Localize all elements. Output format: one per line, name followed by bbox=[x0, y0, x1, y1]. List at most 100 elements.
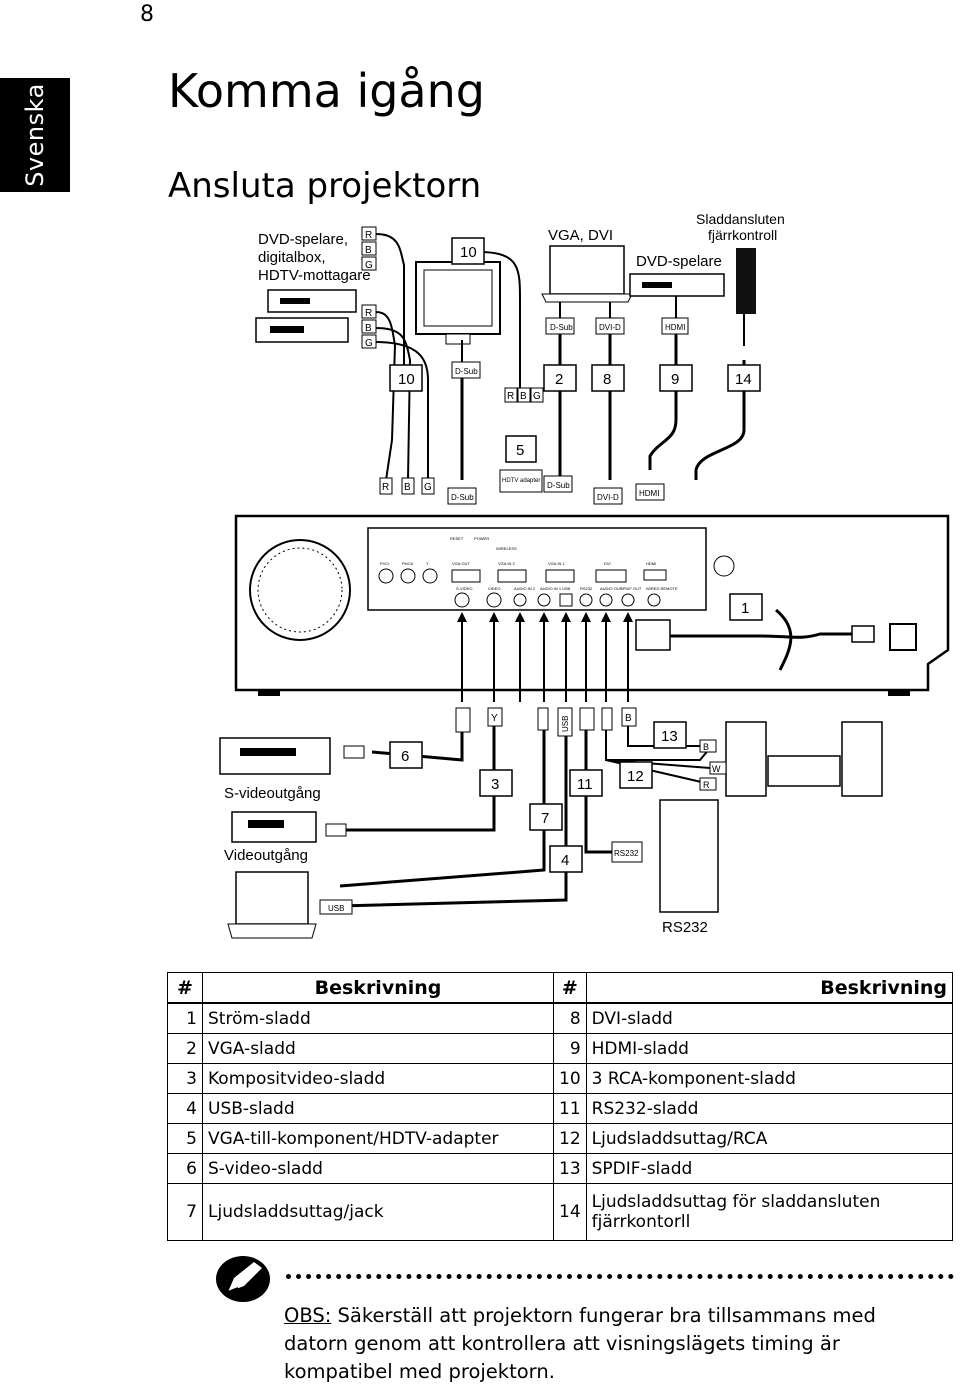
callout-3: 3 bbox=[491, 776, 499, 793]
row-num: 5 bbox=[167, 1123, 203, 1154]
row-desc: Ljudsladdsuttag/jack bbox=[202, 1183, 554, 1241]
power-cord bbox=[670, 608, 852, 671]
remote-label-line1: Sladdansluten bbox=[696, 211, 785, 227]
port-jacks bbox=[378, 568, 667, 608]
plug-r-audio: R bbox=[703, 780, 710, 790]
speaker-grille bbox=[249, 539, 351, 641]
callout-11: 11 bbox=[577, 776, 593, 793]
page-number: 8 bbox=[140, 2, 154, 27]
svideo-out-label: S-videoutgång bbox=[224, 785, 321, 802]
port-power: POWER bbox=[474, 536, 489, 541]
plug-dvid-low: DVI-D bbox=[597, 493, 619, 502]
plug-label-b2: B bbox=[365, 323, 372, 334]
speaker-right bbox=[841, 721, 883, 797]
plug-b-spdif: B bbox=[625, 713, 632, 724]
kensington-lock bbox=[713, 555, 735, 577]
note-label: OBS: bbox=[284, 1304, 332, 1327]
row-desc: USB-sladd bbox=[202, 1093, 554, 1124]
callout-6: 6 bbox=[401, 748, 409, 765]
plug-dsub-top: D-Sub bbox=[550, 323, 573, 332]
power-socket bbox=[635, 619, 671, 651]
rs232-device-label: RS232 bbox=[662, 919, 708, 936]
wall-outlet bbox=[889, 623, 917, 651]
port-vga-in1: VGA IN 1 bbox=[548, 561, 565, 566]
callout-13: 13 bbox=[661, 728, 678, 745]
callout-2: 2 bbox=[555, 371, 563, 388]
plug-w-audio: W bbox=[712, 764, 721, 774]
row-num: 10 bbox=[553, 1063, 587, 1094]
callout-10b: 10 bbox=[398, 371, 415, 388]
callout-4: 4 bbox=[561, 852, 569, 869]
remote-control-icon bbox=[736, 248, 756, 314]
port-labels: Pr/Cr Pb/Cb Y VGA OUT VGA IN 2 VGA IN 1 … bbox=[380, 536, 678, 591]
table-row: 6 S-video-sladd 13 SPDIF-sladd bbox=[167, 1153, 954, 1184]
arrow-shafts bbox=[461, 622, 629, 702]
row-desc: RS232-sladd bbox=[585, 1093, 954, 1124]
row-num: 14 bbox=[553, 1183, 587, 1241]
row-desc: DVI-sladd bbox=[585, 1002, 954, 1034]
header-num-1: # bbox=[167, 972, 203, 1004]
port-y: Y bbox=[426, 561, 429, 566]
plug-r-low: R bbox=[382, 482, 389, 493]
rbg-plugs-mid: R B G bbox=[361, 304, 377, 349]
row-desc: HDMI-sladd bbox=[585, 1033, 954, 1064]
source-label-line1: DVD-spelare, bbox=[258, 231, 348, 248]
header-desc-1: Beskrivning bbox=[202, 972, 554, 1004]
plug-rs232: RS232 bbox=[614, 849, 639, 858]
note-text: OBS: Säkerställ att projektorn fungerar … bbox=[284, 1302, 904, 1386]
source-label-line2: digitalbox, bbox=[258, 249, 326, 266]
row-num: 12 bbox=[553, 1123, 587, 1154]
callouts-bottom: 6 3 11 12 13 7 4 bbox=[389, 721, 687, 873]
audio-plugs: B W R bbox=[699, 739, 727, 791]
callout-14: 14 bbox=[735, 371, 752, 388]
top-plug-row: D-Sub DVI-D HDMI D-Sub R B G bbox=[451, 317, 689, 403]
callout-12: 12 bbox=[627, 768, 644, 785]
port-usb: USB bbox=[562, 586, 571, 591]
row-num: 13 bbox=[553, 1153, 587, 1184]
language-tab-label: Svenska bbox=[21, 83, 50, 187]
port-pbcb: Pb/Cb bbox=[402, 561, 414, 566]
plug-label-r2: R bbox=[365, 308, 372, 319]
row-num: 11 bbox=[553, 1093, 587, 1124]
port-spdif-out: SPDIF OUT bbox=[620, 586, 642, 591]
plug-usb-laptop: USB bbox=[328, 904, 344, 913]
source-label-line3: HDTV-mottagare bbox=[258, 267, 371, 284]
row-num: 4 bbox=[167, 1093, 203, 1124]
port-audio-out: AUDIO OUT bbox=[600, 586, 623, 591]
speaker-left bbox=[725, 721, 767, 797]
lower-plugs: Y USB B bbox=[455, 707, 637, 737]
pc-tower bbox=[659, 799, 719, 913]
port-audio-in2: AUDIO IN 2 bbox=[514, 586, 536, 591]
lower-plug-row: R B G D-Sub D-Sub DVI-D HDMI bbox=[379, 475, 665, 505]
table-row: 5 VGA-till-komponent/HDTV-adapter 12 Lju… bbox=[167, 1123, 954, 1154]
note-body: Säkerställ att projektorn fungerar bra t… bbox=[284, 1304, 876, 1383]
row-num: 8 bbox=[553, 1002, 587, 1034]
header-desc-2: Beskrivning bbox=[585, 972, 954, 1004]
port-vga-in2: VGA IN 2 bbox=[498, 561, 515, 566]
row-num: 1 bbox=[167, 1002, 203, 1034]
remote-label-line2: fjärrkontroll bbox=[708, 227, 777, 243]
hdtv-adapter bbox=[499, 469, 543, 493]
row-desc: SPDIF-sladd bbox=[585, 1153, 954, 1184]
language-tab: Svenska bbox=[0, 78, 70, 192]
arrows-up bbox=[457, 612, 633, 622]
port-wireless: WIRELESS bbox=[496, 546, 517, 551]
plug-label-r: R bbox=[365, 230, 372, 241]
port-prcr: Pr/Cr bbox=[380, 561, 390, 566]
header-num-2: # bbox=[553, 972, 587, 1004]
section-title: Ansluta projektorn bbox=[168, 166, 482, 206]
plug-dsub-top2: D-Sub bbox=[455, 367, 478, 376]
row-desc: VGA-sladd bbox=[202, 1033, 554, 1064]
table-row: 7 Ljudsladdsuttag/jack 14 Ljudsladdsutta… bbox=[167, 1183, 954, 1241]
row-num: 6 bbox=[167, 1153, 203, 1184]
row-num: 3 bbox=[167, 1063, 203, 1094]
plug-b-top: B bbox=[520, 391, 527, 402]
row-desc: Ljudsladdsuttag för sladdansluten fjärrk… bbox=[585, 1183, 954, 1241]
callout-10a: 10 bbox=[460, 244, 477, 261]
plug-label-g: G bbox=[365, 260, 373, 271]
plug-y: Y bbox=[491, 713, 498, 724]
callout-1: 1 bbox=[741, 600, 749, 617]
plug-g-low: G bbox=[424, 482, 432, 493]
note-divider bbox=[286, 1274, 954, 1279]
note-pencil-icon bbox=[216, 1256, 270, 1302]
